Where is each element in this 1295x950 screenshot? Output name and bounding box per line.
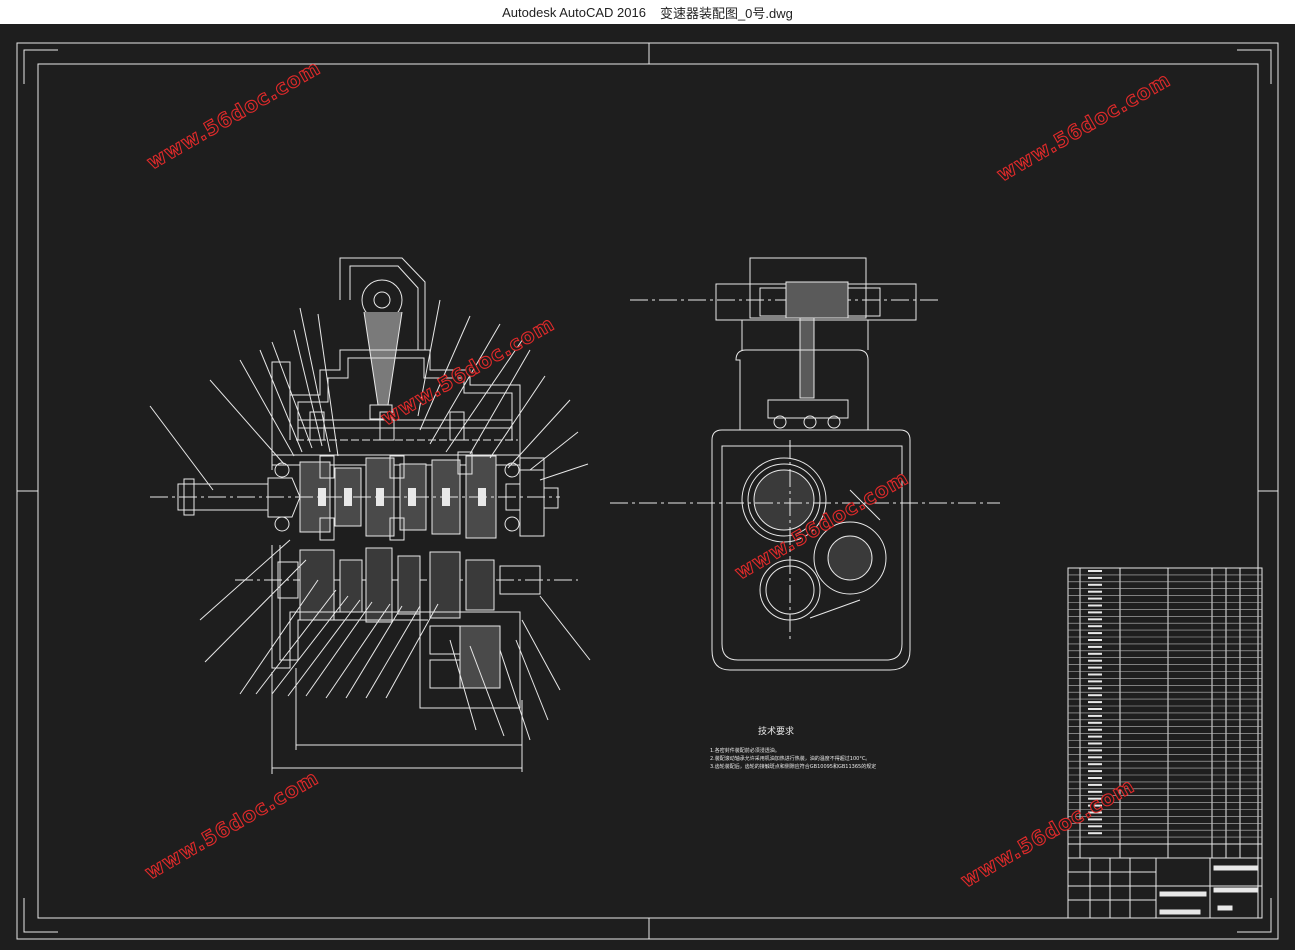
watermark-group: www.56doc.com www.56doc.com www.56doc.co… xyxy=(140,55,1175,893)
watermark-5: www.56doc.com xyxy=(141,765,323,884)
parts-table-code-mark xyxy=(1088,721,1102,724)
parts-table-code-mark xyxy=(1088,632,1102,635)
parts-table-code-mark xyxy=(1088,708,1102,710)
parts-table-code-mark xyxy=(1088,659,1102,662)
parts-table-code-mark xyxy=(1088,597,1102,600)
drawing-canvas[interactable]: 技术要求 1.各密封件装配前必须浸透油。 2.装配滚动轴承允许采用机油加热进行热… xyxy=(0,24,1295,950)
title-block xyxy=(1067,857,1263,919)
parts-table-code-mark xyxy=(1088,763,1102,766)
watermark-1: www.56doc.com xyxy=(143,55,325,174)
parts-table-code-mark xyxy=(1088,590,1102,593)
parts-table-code-mark xyxy=(1088,583,1102,586)
parts-table-code-mark xyxy=(1088,570,1102,572)
tech-note-3: 3.齿轮装配后，齿轮的接触斑点和侧隙应符合GB10095和GB11365的规定 xyxy=(710,763,876,770)
parts-table-code-mark xyxy=(1088,618,1102,621)
parts-table-code-mark xyxy=(1088,576,1102,579)
gearbox-section-view xyxy=(149,257,591,774)
parts-table-code-mark xyxy=(1088,818,1102,821)
tech-note-2: 2.装配滚动轴承允许采用机油加热进行热装，油的温度不得超过100°C。 xyxy=(710,755,870,762)
tech-requirements-title: 技术要求 xyxy=(758,725,794,737)
sheet-inner-frame xyxy=(37,63,1259,919)
watermark-3: www.56doc.com xyxy=(377,311,559,430)
parts-table-code-mark xyxy=(1088,694,1102,697)
parts-table-code-mark xyxy=(1088,701,1102,704)
window-title-bar: Autodesk AutoCAD 2016 变速器装配图_0号.dwg xyxy=(0,0,1295,25)
parts-table-code-mark xyxy=(1088,639,1102,641)
parts-table-code-mark xyxy=(1088,797,1102,800)
parts-table-code-mark xyxy=(1088,604,1102,607)
parts-table-code-mark xyxy=(1088,825,1102,828)
parts-table-code-mark xyxy=(1088,714,1102,717)
parts-table-code-mark xyxy=(1088,777,1102,779)
parts-table-code-mark xyxy=(1088,687,1102,690)
app-name: Autodesk AutoCAD 2016 xyxy=(502,4,646,20)
parts-table-code-mark xyxy=(1088,783,1102,786)
parts-list-table xyxy=(1067,567,1263,859)
parts-table-code-mark xyxy=(1088,832,1102,835)
watermark-6: www.56doc.com xyxy=(957,773,1139,892)
parts-table-code-mark xyxy=(1088,749,1102,752)
parts-table-code-mark xyxy=(1088,811,1102,814)
parts-table-code-mark xyxy=(1088,652,1102,655)
parts-table-code-mark xyxy=(1088,625,1102,628)
file-name: 变速器装配图_0号.dwg xyxy=(659,5,793,21)
parts-table-code-mark xyxy=(1088,673,1102,676)
parts-table-code-mark xyxy=(1088,611,1102,614)
parts-table-code-mark xyxy=(1088,645,1102,648)
parts-table-code-mark xyxy=(1088,756,1102,759)
parts-table-code-mark xyxy=(1088,735,1102,738)
parts-table-code-mark xyxy=(1088,790,1102,793)
drawing-svg: 技术要求 1.各密封件装配前必须浸透油。 2.装配滚动轴承允许采用机油加热进行热… xyxy=(16,42,1279,940)
parts-table-code-mark xyxy=(1088,680,1102,683)
watermark-2: www.56doc.com xyxy=(993,67,1175,186)
parts-table-code-mark xyxy=(1088,770,1102,773)
parts-table-code-mark xyxy=(1088,666,1102,669)
parts-table-code-mark xyxy=(1088,728,1102,731)
parts-table-code-mark xyxy=(1088,804,1102,807)
gearbox-end-view xyxy=(610,257,1000,671)
parts-table-code-mark xyxy=(1088,742,1102,745)
tech-note-1: 1.各密封件装配前必须浸透油。 xyxy=(710,747,780,754)
